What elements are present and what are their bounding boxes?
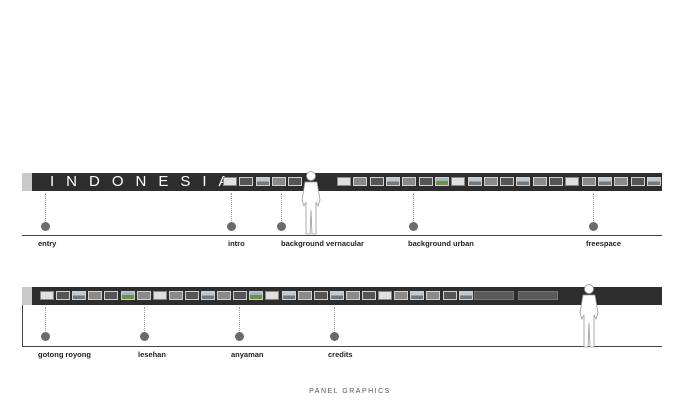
section-label-entry: entry	[38, 239, 57, 248]
photo-thumbnail-icon	[249, 291, 264, 300]
photo-thumbnail-icon	[40, 291, 54, 300]
leader-line	[281, 193, 282, 223]
empty-panel-slot	[518, 291, 558, 300]
empty-panel-slot	[474, 291, 514, 300]
section-label-intro: intro	[228, 239, 245, 248]
photo-thumbnail-icon	[345, 291, 360, 300]
photo-thumbnail-icon	[500, 177, 515, 186]
photo-thumbnail-icon	[646, 177, 661, 186]
photo-thumbnail-icon	[549, 177, 563, 186]
photo-thumbnail-icon	[418, 177, 433, 186]
photo-thumbnail-icon	[168, 291, 183, 300]
photo-thumbnail-icon	[426, 291, 441, 300]
photo-thumbnail-icon	[378, 291, 393, 300]
section-marker-icon	[235, 332, 244, 341]
leader-line	[45, 193, 46, 223]
section-label-background-vernacular: background vernacular	[281, 239, 364, 248]
strip-1-endcap	[22, 173, 32, 191]
photo-thumbnail-icon	[597, 177, 612, 186]
photo-thumbnail-icon	[516, 177, 531, 186]
photo-thumbnail-icon	[104, 291, 119, 300]
leader-line	[231, 193, 232, 223]
photo-thumbnail-icon	[483, 177, 498, 186]
photo-thumbnail-icon	[271, 177, 286, 186]
human-scale-figure-icon	[301, 171, 321, 235]
leader-line	[144, 307, 145, 333]
section-label-background-urban: background urban	[408, 239, 474, 248]
photo-thumbnail-icon	[152, 291, 167, 300]
strip-title: INDONESIA	[50, 173, 241, 190]
section-marker-icon	[589, 222, 598, 231]
section-label-gotong-royong: gotong royong	[38, 350, 91, 359]
photo-thumbnail-icon	[120, 291, 135, 300]
leader-line	[593, 193, 594, 223]
panel-caption: PANEL GRAPHICS	[309, 388, 391, 395]
photo-thumbnail-icon	[313, 291, 328, 300]
strip-2-left-edge	[22, 305, 23, 346]
photo-thumbnail-icon	[442, 291, 457, 300]
photo-thumbnail-icon	[56, 291, 71, 300]
leader-line	[413, 193, 414, 223]
photo-thumbnail-icon	[136, 291, 151, 300]
photo-thumbnail-icon	[410, 291, 425, 300]
photo-thumbnail-icon	[369, 177, 384, 186]
photo-thumbnail-icon	[614, 177, 629, 186]
section-marker-icon	[41, 332, 50, 341]
photo-thumbnail-icon	[217, 291, 232, 300]
photo-thumbnail-icon	[581, 177, 596, 186]
photo-thumbnail-icon	[88, 291, 103, 300]
photo-thumbnail-icon	[353, 177, 368, 186]
leader-line	[45, 307, 46, 333]
photo-thumbnail-icon	[458, 291, 473, 300]
photo-thumbnail-icon	[386, 177, 400, 186]
section-label-anyaman: anyaman	[231, 350, 264, 359]
photo-thumbnail-icon	[451, 177, 466, 186]
human-scale-figure-icon	[579, 284, 599, 348]
photo-thumbnail-icon	[297, 291, 312, 300]
strip-1-baseline	[22, 235, 662, 236]
photo-thumbnail-icon	[281, 291, 296, 300]
photo-thumbnail-icon	[288, 177, 303, 186]
photo-thumbnail-icon	[467, 177, 482, 186]
photo-thumbnail-icon	[72, 291, 87, 300]
photo-thumbnail-icon	[184, 291, 199, 300]
leader-line	[334, 307, 335, 333]
photo-thumbnail-icon	[362, 291, 376, 300]
photo-thumbnail-icon	[233, 291, 248, 300]
photo-thumbnail-icon	[630, 177, 645, 186]
section-marker-icon	[41, 222, 50, 231]
strip-2-endcap	[22, 287, 32, 305]
section-marker-icon	[140, 332, 149, 341]
section-marker-icon	[277, 222, 286, 231]
photo-thumbnail-icon	[255, 177, 270, 186]
section-marker-icon	[227, 222, 236, 231]
photo-thumbnail-icon	[239, 177, 254, 186]
section-label-freespace: freespace	[586, 239, 622, 248]
photo-thumbnail-icon	[565, 177, 580, 186]
strip-2-baseline	[22, 346, 662, 347]
photo-thumbnail-icon	[394, 291, 409, 300]
photo-thumbnail-icon	[201, 291, 215, 300]
photo-thumbnail-icon	[434, 177, 449, 186]
photo-thumbnail-icon	[223, 177, 237, 186]
section-marker-icon	[330, 332, 339, 341]
section-label-credits: credits	[328, 350, 353, 359]
photo-thumbnail-icon	[532, 177, 547, 186]
section-marker-icon	[409, 222, 418, 231]
photo-thumbnail-icon	[265, 291, 280, 300]
photo-thumbnail-icon	[337, 177, 352, 186]
section-label-lesehan: lesehan	[138, 350, 166, 359]
leader-line	[239, 307, 240, 333]
photo-thumbnail-icon	[402, 177, 417, 186]
photo-thumbnail-icon	[329, 291, 344, 300]
